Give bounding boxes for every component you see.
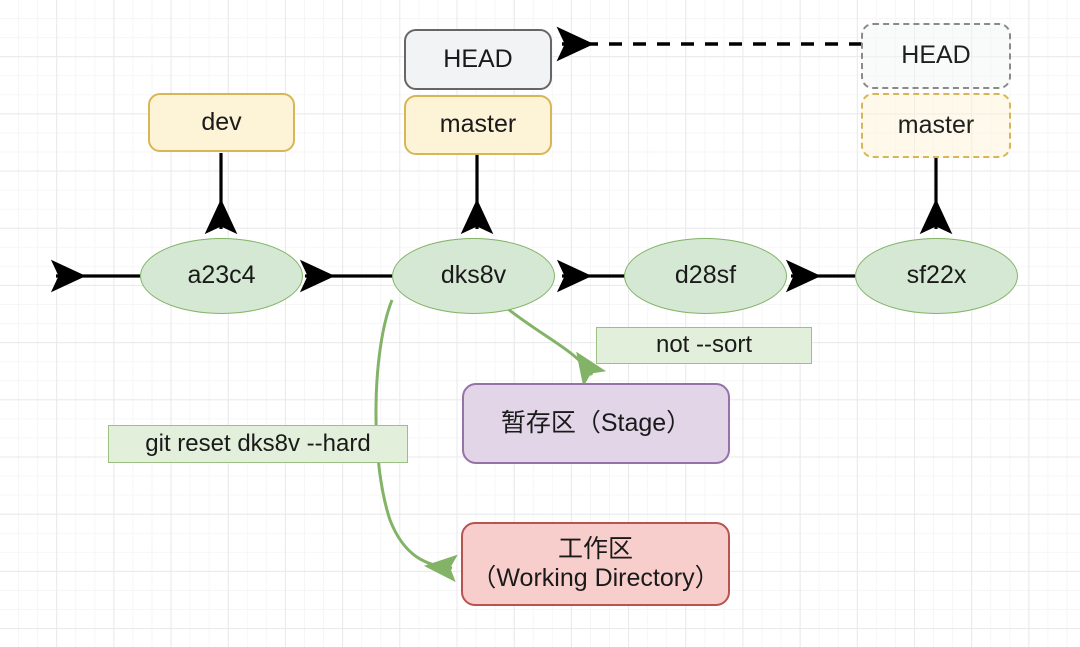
stage-area-box[interactable]: 暂存区（Stage）: [462, 383, 730, 464]
dev-ref-box[interactable]: dev: [148, 93, 295, 152]
stage-area-label: 暂存区（Stage）: [500, 408, 692, 437]
working-directory-area-box[interactable]: 工作区 （Working Directory）: [461, 522, 730, 606]
master-ref-box[interactable]: master: [404, 95, 552, 155]
edge-dks8v-to-stage: [507, 307, 607, 387]
working-directory-label-en: （Working Directory）: [471, 564, 720, 592]
dev-ref-label: dev: [201, 107, 242, 136]
head-ghost-label: HEAD: [901, 41, 971, 70]
commit-node-a23c4[interactable]: a23c4: [140, 238, 303, 314]
commit-label-sf22x: sf22x: [906, 261, 967, 290]
git-reset-command-text: git reset dks8v --hard: [145, 429, 371, 457]
git-reset-command-label: git reset dks8v --hard: [108, 425, 408, 463]
master-ghost-label: master: [897, 110, 975, 139]
not-sort-label: not --sort: [596, 327, 812, 364]
commit-node-dks8v[interactable]: dks8v: [392, 238, 555, 314]
not-sort-text: not --sort: [655, 331, 753, 359]
commit-label-a23c4: a23c4: [187, 261, 256, 290]
master-ref-label: master: [439, 110, 517, 139]
head-ref-label: HEAD: [443, 44, 513, 73]
head-ghost-box[interactable]: HEAD: [861, 23, 1011, 89]
working-directory-label-cn: 工作区: [557, 534, 633, 563]
commit-label-dks8v: dks8v: [440, 261, 507, 290]
commit-node-d28sf[interactable]: d28sf: [624, 238, 787, 314]
master-ghost-box[interactable]: master: [861, 93, 1011, 158]
head-ref-box[interactable]: HEAD: [404, 29, 552, 90]
commit-node-sf22x[interactable]: sf22x: [855, 238, 1018, 314]
commit-label-d28sf: d28sf: [674, 261, 737, 290]
